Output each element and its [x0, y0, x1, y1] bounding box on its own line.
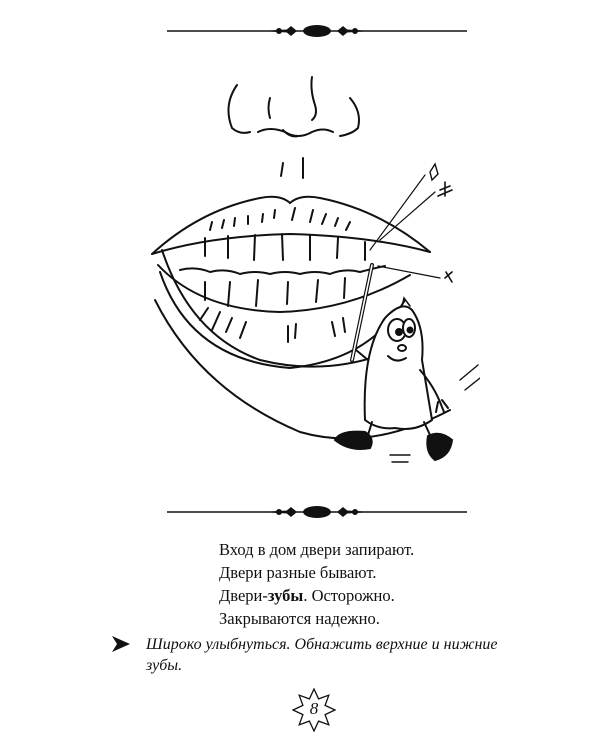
- poem-line-4: Закрываются надежно.: [219, 609, 380, 628]
- instruction-text: Широко улыбнуться. Обнажить верхние и ни…: [146, 636, 498, 674]
- poem-line-1: Вход в дом двери запирают.: [219, 540, 415, 559]
- bottom-ornamental-divider: [167, 506, 467, 518]
- poem-keyword: зубы: [267, 586, 304, 605]
- poem-line-2: Двери разные бывают.: [219, 563, 377, 582]
- top-ornamental-divider: [167, 25, 467, 37]
- page-number: 8: [309, 699, 319, 718]
- page-number-badge: 8: [291, 687, 337, 733]
- arrowhead-icon: [112, 636, 130, 652]
- exercise-instruction: Широко улыбнуться. Обнажить верхние и ни…: [112, 634, 532, 676]
- poem-line-3-prefix: Двери-: [219, 586, 268, 605]
- wand-and-stars: [350, 162, 453, 362]
- nose-drawing: [227, 76, 360, 179]
- poem: Вход в дом двери запирают. Двери разные …: [219, 538, 414, 630]
- eight-point-star-icon: [291, 687, 337, 733]
- tooth-character: [333, 296, 480, 463]
- poem-line-3-suffix: . Осторожно.: [303, 586, 395, 605]
- poem-line-3: Двери-зубы. Осторожно.: [219, 584, 414, 607]
- mouth-illustration: [151, 76, 480, 463]
